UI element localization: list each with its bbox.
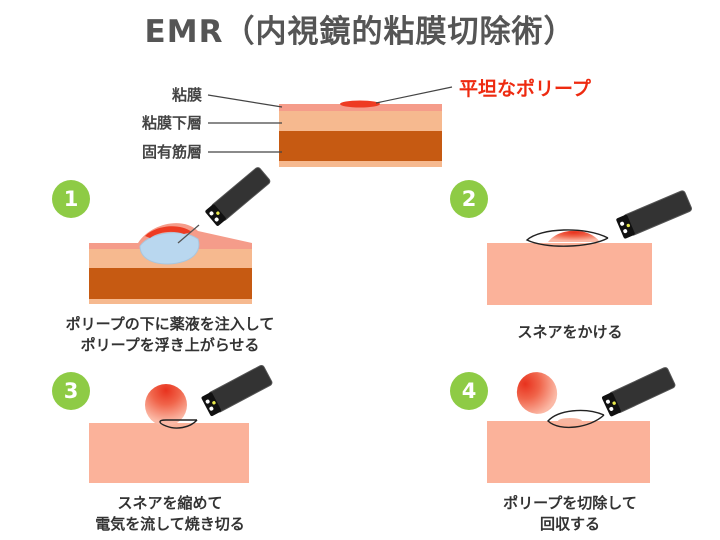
injected-fluid <box>139 232 200 265</box>
resection-site <box>558 418 582 424</box>
raised-polyp <box>548 230 600 242</box>
outer-layer <box>279 161 442 167</box>
tightened-snare <box>159 419 198 429</box>
submucosa-label: 粘膜下層 <box>141 114 202 132</box>
step-2-caption: スネアをかける <box>420 322 720 343</box>
snared-polyp <box>145 384 187 426</box>
endoscope-tip <box>616 214 635 239</box>
step-4-caption-line-2: 回収する <box>539 515 600 533</box>
resected-polyp <box>516 372 558 414</box>
mucosa-layer <box>279 104 442 111</box>
step-3-caption-line-2: 電気を流して焼き切る <box>95 515 245 533</box>
step-2-badge: 2 <box>450 180 488 218</box>
endoscope-tip <box>205 204 226 226</box>
step-4-badge: 4 <box>450 372 488 410</box>
step-3-illustration <box>89 384 249 483</box>
endoscope-tip <box>201 392 222 417</box>
mucosa-label: 粘膜 <box>171 86 202 104</box>
endoscope-1 <box>205 167 271 226</box>
step-4-caption: ポリープを切除して 回収する <box>420 493 720 535</box>
cross-section-top <box>207 86 453 167</box>
diagram-title: EMR（内視鏡的粘膜切除術） <box>144 14 576 50</box>
flat-polyp <box>340 100 380 108</box>
step-4-illustration <box>487 372 650 483</box>
endoscope-4 <box>602 367 676 417</box>
muscle-label: 固有筋層 <box>141 143 202 161</box>
step-2-caption-line-1: スネアをかける <box>517 323 623 341</box>
tissue-block <box>89 423 249 483</box>
tissue-block <box>487 243 652 305</box>
tissue-block <box>487 421 650 483</box>
injection-needle <box>177 224 200 244</box>
outer-layer <box>89 299 252 304</box>
snare-loop <box>525 229 609 247</box>
flat-polyp-label: 平坦なポリープ <box>459 78 591 100</box>
mucosa-pointer <box>207 94 283 108</box>
endoscope-2 <box>616 190 692 239</box>
lifted-polyp <box>145 226 192 238</box>
polyp-pointer <box>375 86 453 104</box>
endoscope-tip <box>602 392 621 417</box>
muscle-layer <box>89 268 252 299</box>
muscle-layer <box>279 131 442 161</box>
submucosa-layer <box>279 111 442 131</box>
step-3-caption: スネアを縮めて 電気を流して焼き切る <box>20 493 320 535</box>
endoscope-shaft <box>623 190 692 236</box>
step-1-badge: 1 <box>52 180 90 218</box>
step-2-illustration <box>487 229 652 305</box>
step-3-badge: 3 <box>52 372 90 410</box>
step-3-caption-line-1: スネアを縮めて <box>117 494 223 512</box>
step-1-caption-line-1: ポリープの下に薬液を注入して <box>65 315 275 333</box>
step-1-caption: ポリープの下に薬液を注入して ポリープを浮き上がらせる <box>20 314 320 356</box>
step-1-caption-line-2: ポリープを浮き上がらせる <box>80 336 260 354</box>
endoscope-3 <box>201 364 273 417</box>
step-4-caption-line-1: ポリープを切除して <box>503 494 637 512</box>
step-1-illustration <box>89 223 252 304</box>
snare-loop <box>547 409 605 429</box>
